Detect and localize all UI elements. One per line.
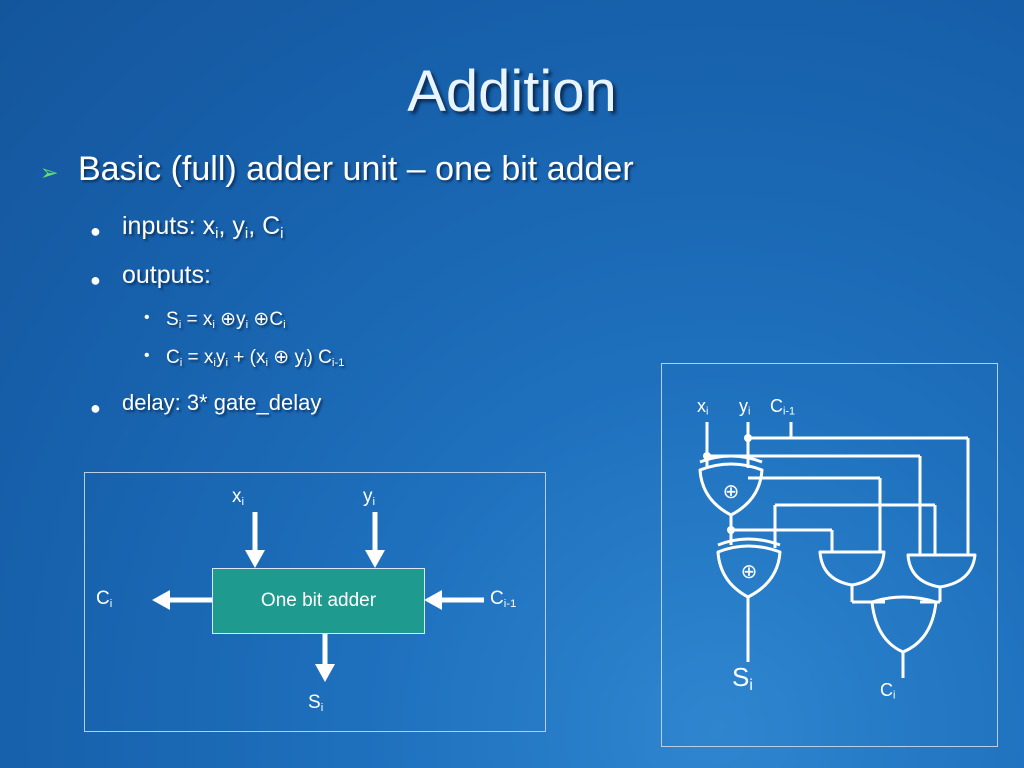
dot-bullet-icon: ● — [90, 398, 101, 418]
circuit-c-label: Ci-1 — [770, 396, 795, 418]
block-sum-label: Si — [308, 692, 324, 714]
circuit-sum-label: Si — [732, 662, 753, 694]
one-bit-adder-box: One bit adder — [212, 568, 425, 634]
and-gate-1 — [818, 550, 886, 587]
sum-out-arrowhead — [315, 664, 335, 682]
block-carry-out-label: Ci — [96, 588, 113, 610]
xor-gate-2 — [716, 544, 782, 599]
x-input-arrowhead — [245, 550, 265, 568]
sum-equation: Si = xi ⊕yi ⊕Ci — [166, 309, 286, 331]
xor-gate-1-curve — [699, 454, 763, 464]
junction-dot — [727, 526, 735, 534]
block-carry-in-label: Ci-1 — [490, 588, 517, 610]
and-gate-2 — [906, 553, 977, 589]
delay-bullet: delay: 3* gate_delay — [122, 390, 322, 415]
dot-bullet-icon: • — [144, 347, 150, 364]
dot-bullet-icon: ● — [90, 221, 101, 241]
carry-out-arrowhead — [152, 590, 170, 610]
circuit-carry-label: Ci — [880, 680, 896, 702]
xor-2-symbol: ⊕ — [741, 561, 758, 583]
circuit-panel — [661, 363, 998, 747]
slide-title: Addition — [407, 59, 617, 124]
circuit-x-label: xi — [697, 396, 709, 418]
block-y-label: yi — [363, 486, 376, 508]
circuit-y-label: yi — [739, 396, 751, 418]
junction-dot — [703, 452, 711, 460]
block-x-label: xi — [232, 486, 245, 508]
xor-gate-1 — [698, 462, 764, 517]
dot-bullet-icon: ● — [90, 270, 101, 290]
inputs-bullet: inputs: xi, yi, Ci — [122, 212, 284, 242]
or-gate — [870, 595, 938, 654]
xor-1-symbol: ⊕ — [723, 481, 740, 503]
arrow-bullet-icon: ➢ — [40, 160, 59, 185]
xor-gate-2-curve — [717, 537, 781, 547]
y-input-arrowhead — [365, 550, 385, 568]
carry-in-arrowhead — [424, 590, 442, 610]
main-bullet: Basic (full) adder unit – one bit adder — [78, 150, 634, 188]
block-diagram-panel — [84, 472, 546, 732]
dot-bullet-icon: • — [144, 309, 150, 326]
outputs-bullet: outputs: — [122, 261, 211, 289]
junction-dot — [744, 434, 752, 442]
carry-equation: Ci = xiyi + (xi ⊕ yi) Ci-1 — [166, 347, 345, 369]
